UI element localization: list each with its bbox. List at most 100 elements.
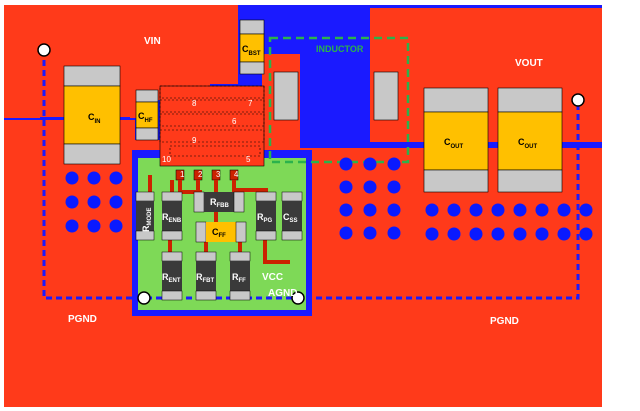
via — [387, 226, 401, 240]
via — [363, 226, 377, 240]
agnd-label: AGND — [268, 288, 297, 299]
renb-sub: ENB — [169, 218, 182, 224]
rent-sub: ENT — [169, 278, 181, 284]
ic-pin-1: 1 — [180, 170, 185, 179]
css-capacitor: CSS — [281, 191, 303, 241]
rent-label: R — [162, 272, 169, 282]
via — [65, 171, 79, 185]
inductor-pad-right — [373, 71, 399, 121]
pgnd-right-label: PGND — [490, 316, 519, 327]
via — [65, 195, 79, 209]
via — [469, 227, 483, 241]
cbst-capacitor: CBST — [239, 19, 265, 75]
via — [387, 180, 401, 194]
css-label: C — [283, 212, 290, 222]
via — [87, 171, 101, 185]
via — [87, 219, 101, 233]
ic-pin-4: 4 — [234, 170, 239, 179]
via — [513, 203, 527, 217]
svg-text:COUT: COUT — [444, 137, 464, 150]
svg-text:RENB: RENB — [162, 212, 182, 224]
vin-label: VIN — [144, 36, 161, 47]
rpg-label: R — [257, 212, 264, 222]
via — [363, 180, 377, 194]
svg-text:CIN: CIN — [88, 112, 101, 125]
via — [513, 227, 527, 241]
cout1-label: C — [444, 137, 451, 147]
via — [109, 171, 123, 185]
controller-ic: 8 7 6 9 10 5 1 2 3 4 — [159, 85, 265, 181]
ic-pin-9: 9 — [192, 136, 197, 145]
svg-text:RFBT: RFBT — [196, 272, 214, 284]
via — [387, 157, 401, 171]
rfbt-sub: FBT — [203, 278, 215, 284]
via — [363, 203, 377, 217]
cbst-label: C — [242, 44, 249, 54]
via — [491, 203, 505, 217]
agnd-test-point — [291, 291, 305, 305]
rfbt-label: R — [196, 272, 203, 282]
rmode-sub: MODE — [147, 208, 153, 226]
css-sub: SS — [290, 218, 298, 224]
inductor-pad-left — [273, 71, 299, 121]
via — [387, 203, 401, 217]
ic-pin-8: 8 — [192, 99, 197, 108]
via — [65, 219, 79, 233]
rpg-sub: PG — [264, 218, 273, 224]
via — [557, 203, 571, 217]
pgnd-via-stitch — [42, 50, 580, 300]
svg-text:RFBB: RFBB — [210, 197, 229, 209]
via — [469, 203, 483, 217]
pgnd-left-label: PGND — [68, 314, 97, 325]
via — [425, 227, 439, 241]
via — [363, 157, 377, 171]
via — [339, 203, 353, 217]
cbst-sub: BST — [249, 51, 261, 57]
rfbt-resistor: RFBT — [195, 251, 217, 301]
cin-label: C — [88, 112, 95, 122]
via — [535, 227, 549, 241]
svg-text:CFF: CFF — [212, 227, 226, 239]
svg-text:CHF: CHF — [138, 111, 153, 124]
ic-pin-6: 6 — [232, 117, 237, 126]
rff-resistor: RFF — [229, 251, 251, 301]
ic-pin-7: 7 — [248, 99, 253, 108]
svg-text:COUT: COUT — [518, 137, 538, 150]
pgnd-test-point — [137, 291, 151, 305]
via — [425, 203, 439, 217]
cin-capacitor: CIN — [63, 65, 121, 165]
vcc-label: VCC — [262, 272, 283, 283]
cff-label: C — [212, 227, 219, 237]
svg-text:CSS: CSS — [283, 212, 298, 224]
rmode-resistor: RMODE — [135, 191, 155, 241]
rmode-label: R — [141, 225, 151, 232]
inductor-outline — [268, 36, 410, 164]
rfbb-resistor: RFBB — [193, 191, 245, 213]
cin-sub: IN — [95, 119, 101, 125]
via — [339, 180, 353, 194]
cout-capacitor-1: COUT — [423, 87, 489, 193]
chf-capacitor: CHF — [135, 89, 159, 141]
via — [579, 227, 593, 241]
rfbb-sub: FBB — [217, 203, 230, 209]
cout2-sub: OUT — [525, 144, 538, 150]
via — [109, 195, 123, 209]
svg-text:RPG: RPG — [257, 212, 273, 224]
svg-text:RENT: RENT — [162, 272, 181, 284]
cff-capacitor: CFF — [195, 221, 247, 243]
renb-resistor: RENB — [161, 191, 183, 241]
via — [109, 219, 123, 233]
cout2-label: C — [518, 137, 525, 147]
ic-pin-2: 2 — [198, 170, 203, 179]
via — [557, 227, 571, 241]
vin-test-point — [37, 43, 51, 57]
ic-pin-5: 5 — [246, 155, 251, 164]
cout-capacitor-2: COUT — [497, 87, 563, 193]
renb-label: R — [162, 212, 169, 222]
rff-label: R — [232, 272, 239, 282]
via — [491, 227, 505, 241]
rpg-resistor: RPG — [255, 191, 277, 241]
cout1-sub: OUT — [451, 144, 464, 150]
vout-test-point — [571, 93, 585, 107]
